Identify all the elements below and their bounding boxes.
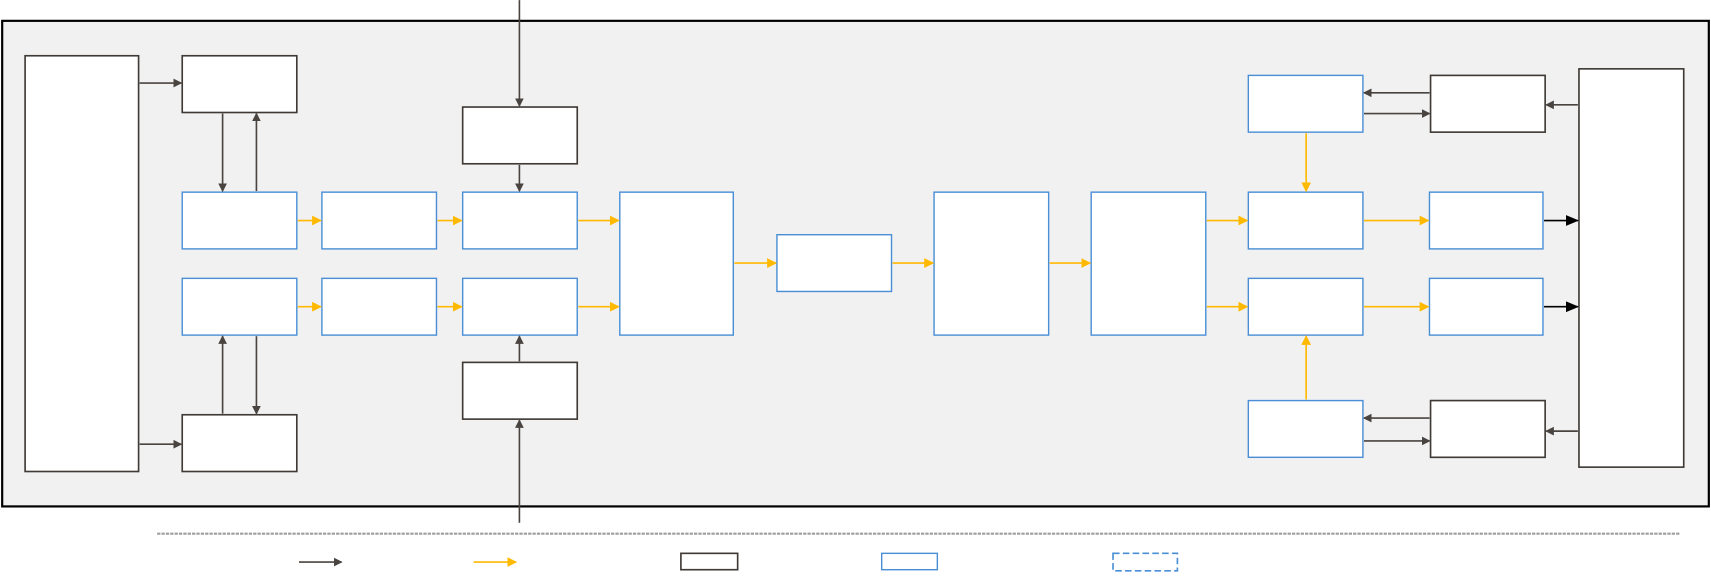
data-block: [1247, 277, 1364, 336]
data-block: [1428, 191, 1544, 250]
data-block: [1090, 191, 1207, 336]
data-block: [181, 277, 298, 336]
control-block: [461, 106, 579, 165]
control-block: [1429, 74, 1546, 133]
data-block: [933, 191, 1050, 336]
data-block: [619, 191, 734, 336]
control-block: [461, 361, 579, 420]
legend-control-block: [680, 552, 739, 571]
data-block: [321, 277, 438, 336]
legend-optional-block: [1112, 552, 1179, 572]
data-block: [776, 234, 893, 293]
control-block: [181, 413, 298, 473]
control-block: [24, 54, 140, 473]
legend: [298, 552, 1179, 572]
data-block: [321, 191, 438, 250]
data-block: [461, 191, 578, 250]
data-block: [1247, 74, 1364, 133]
data-block: [1247, 399, 1364, 459]
data-block: [1428, 277, 1544, 336]
data-block: [181, 191, 298, 250]
control-block: [1578, 68, 1685, 468]
control-block: [181, 54, 298, 114]
legend-data-block: [880, 552, 939, 571]
control-block: [1429, 399, 1546, 459]
data-block: [1247, 191, 1364, 250]
data-block: [461, 277, 578, 336]
